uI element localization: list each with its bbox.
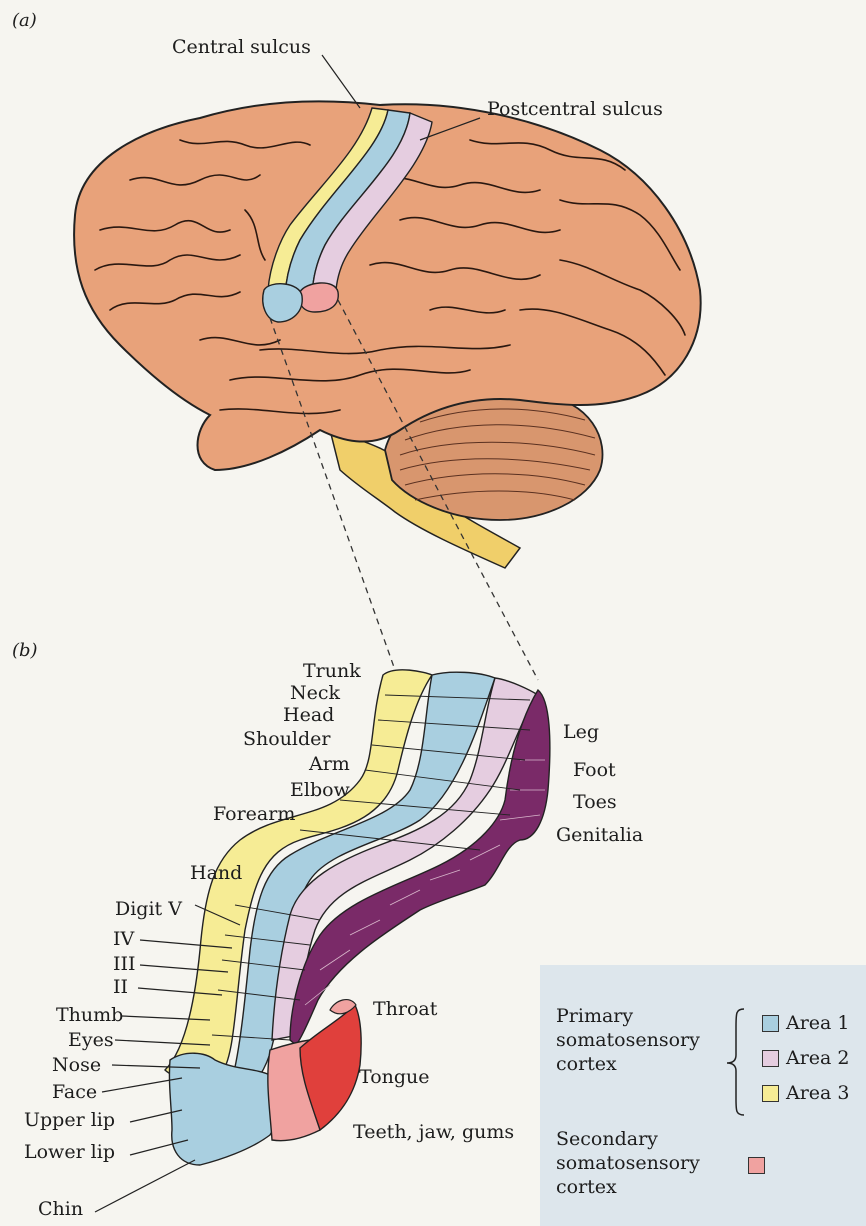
forearm-label: Forearm [213,805,295,824]
elbow-label: Elbow [290,781,350,800]
lower-lip-label: Lower lip [24,1143,115,1162]
thumb-label: Thumb [56,1006,123,1025]
central-sulcus-label: Central sulcus [172,38,311,57]
nose-label: Nose [52,1056,101,1075]
brain-secondary-patch [299,283,338,312]
panel-letter-b: (b) [12,640,38,661]
legend-primary-line2: somatosensory [556,1029,700,1053]
neck-label: Neck [290,684,340,703]
shoulder-label: Shoulder [243,730,331,749]
tongue-label: Tongue [359,1068,430,1087]
area3-swatch [762,1085,779,1102]
toes-label: Toes [573,793,617,812]
legend-area1: Area 1 [786,1012,850,1036]
digit-ii-label: II [113,978,128,997]
trunk-label: Trunk [303,662,361,681]
throat-label: Throat [373,1000,437,1019]
legend-secondary-line1: Secondary [556,1128,658,1152]
head-label: Head [283,706,334,725]
digit-iii-label: III [113,955,136,974]
legend-area2: Area 2 [786,1047,850,1071]
hand-label: Hand [190,864,242,883]
legend-secondary-line3: cortex [556,1176,617,1200]
foot-label: Foot [573,761,616,780]
legend: Primary somatosensory cortex Area 1 Area… [540,965,866,1226]
genitalia-label: Genitalia [556,826,643,845]
legend-secondary-line2: somatosensory [556,1152,700,1176]
eyes-label: Eyes [68,1031,114,1050]
panel-letter-a: (a) [12,10,37,31]
legend-brace [724,1007,748,1117]
legend-area3: Area 3 [786,1082,850,1106]
face-label: Face [52,1083,97,1102]
legend-primary-line1: Primary [556,1005,633,1029]
digit-iv-label: IV [113,930,134,949]
arm-label: Arm [309,755,350,774]
brain-illustration [74,55,701,680]
digit-v-label: Digit V [115,900,182,919]
leg-label: Leg [563,723,599,742]
secondary-swatch [748,1157,765,1174]
postcentral-sulcus-label: Postcentral sulcus [487,100,663,119]
area1-swatch [762,1015,779,1032]
legend-primary-line3: cortex [556,1053,617,1077]
area2-swatch [762,1050,779,1067]
teeth-jaw-gums-label: Teeth, jaw, gums [353,1123,514,1142]
chin-label: Chin [38,1200,83,1219]
upper-lip-label: Upper lip [24,1111,115,1130]
